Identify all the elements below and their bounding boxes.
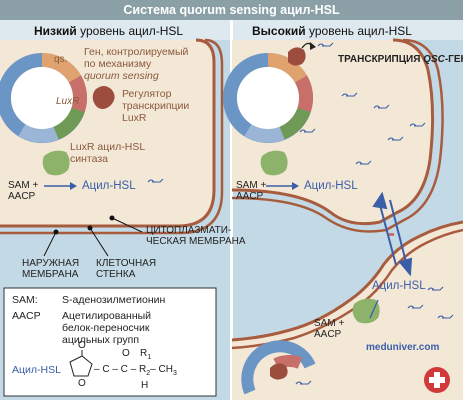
right-lower-sam-line1: SAM + <box>314 318 345 329</box>
transcription-arrowhead <box>310 42 316 50</box>
wall-line1: КЛЕТОЧНАЯ <box>96 258 157 269</box>
left-header-bold: Низкий <box>34 24 77 38</box>
synthase-label: LuxR ацил-HSL синтаза <box>70 141 145 165</box>
formula-o-upper: O <box>78 340 86 351</box>
acyl-hsl-molecules <box>147 42 454 385</box>
left-acyl-hsl-product: Ацил-HSL <box>82 180 136 192</box>
formula-o-carbonyl: O <box>122 348 130 359</box>
formula-r2-sub: 2 <box>146 370 151 377</box>
right-gene-ring <box>223 52 313 143</box>
ring-label-qs: qs. <box>54 54 68 65</box>
right-lower-arrow <box>369 299 379 319</box>
ring-label-luxr: LuxR <box>56 96 80 107</box>
formula-chain-main: – C – C – R <box>94 364 147 375</box>
right-lower-regulator-shape <box>270 363 288 380</box>
legend-sam-key: SAM: <box>12 294 38 306</box>
right-upper-membrane <box>231 38 435 226</box>
formula-ch3-sub: 3 <box>172 370 177 377</box>
synthase-shape <box>42 150 70 176</box>
cytoplasmic-membrane-label: ЦИТОПЛАЗМАТИ- ЧЕСКАЯ МЕМБРАНА <box>146 225 246 247</box>
cytoplasmic-line2: ЧЕСКАЯ МЕМБРАНА <box>146 236 246 247</box>
right-header-rest: уровень ацил-HSL <box>305 24 412 38</box>
right-lower-outer-membrane <box>231 228 463 350</box>
transcription-prefix: ТРАНСКРИПЦИЯ <box>338 54 424 65</box>
watermark-text: meduniver.com <box>366 342 440 353</box>
right-header-bold: Высокий <box>252 24 306 38</box>
transcription-gene: QSC <box>423 54 445 65</box>
synthase-line2: синтаза <box>70 153 108 165</box>
regulator-line3: LuxR <box>122 112 147 124</box>
legend-box <box>3 287 217 397</box>
regulator-label: Регулятор транскрипции LuxR <box>122 88 189 124</box>
regulator-line1: Регулятор <box>122 88 172 100</box>
transcription-label: ТРАНСКРИПЦИЯ QSC-ГЕНА <box>338 54 463 65</box>
formula-r1-letter: R <box>140 348 148 359</box>
synthase-line1: LuxR ацил-HSL <box>70 141 146 153</box>
luxr-regulator-shape <box>92 86 115 109</box>
label-pointers <box>43 215 143 257</box>
right-upper-outer-membrane <box>231 38 444 233</box>
right-lower-ring-fragment <box>241 340 316 395</box>
formula-chain: – C – C – R2– CH3 <box>94 364 177 379</box>
legend-aacp-value: Ацетилированный белок-переносчик ацильны… <box>62 310 151 346</box>
transcription-suffix: -ГЕНА <box>444 54 463 65</box>
cell-wall-label: КЛЕТОЧНАЯ СТЕНКА <box>96 258 156 280</box>
left-inner-membrane <box>0 38 216 228</box>
right-lower-membrane <box>231 220 463 342</box>
formula-ch3: – CH <box>150 364 173 375</box>
left-panel-header: Низкий уровень ацил-HSL <box>34 24 183 38</box>
gene-label-line2: по механизму <box>84 58 152 70</box>
right-sam-line1: SAM + <box>236 180 267 191</box>
aacp-value-line1: Ацетилированный <box>62 310 152 322</box>
left-sam-line1: SAM + <box>8 180 39 191</box>
right-lower-sam-aacp: SAM + AACP <box>314 318 344 340</box>
right-panel-header: Высокий уровень ацил-HSL <box>252 24 412 38</box>
cytoplasmic-line1: ЦИТОПЛАЗМАТИ- <box>146 225 232 236</box>
left-outer-membrane <box>0 38 224 235</box>
aacp-value-line2: белок-переносчик <box>62 322 150 334</box>
right-lower-sam-line2: AACP <box>314 329 342 340</box>
right-sam-line2: AACP <box>236 191 264 202</box>
outer-line1: НАРУЖНАЯ <box>22 258 80 269</box>
left-reaction-arrowhead <box>70 182 77 190</box>
right-reaction-arrowhead <box>292 182 299 190</box>
diagram-title: Система quorum sensing ацил-HSL <box>0 0 463 20</box>
outer-membrane-label: НАРУЖНАЯ МЕМБРАНА <box>22 258 79 280</box>
right-lower-synthase-shape <box>352 298 380 324</box>
left-sam-aacp: SAM + AACP <box>8 180 38 202</box>
outer-line2: МЕМБРАНА <box>22 269 79 280</box>
formula-o-ring: O <box>78 378 86 389</box>
right-synthase-shape <box>260 150 288 176</box>
right-sam-aacp: SAM + AACP <box>236 180 266 202</box>
legend-aacp-key: AACP <box>12 310 41 322</box>
aacp-value-line3: ацильных групп <box>62 334 140 346</box>
formula-r1: R1 <box>140 348 151 363</box>
legend-sam-value: S-аденозилметионин <box>62 294 166 306</box>
regulator-line2: транскрипции <box>122 100 190 112</box>
lactone-ring-structure <box>69 350 93 377</box>
wall-line2: СТЕНКА <box>96 269 136 280</box>
formula-h: H <box>141 380 149 391</box>
right-acyl-hsl-lower: Ацил-HSL <box>372 280 426 292</box>
legend-acyl-key: Ацил-HSL <box>12 364 61 376</box>
diffusion-arrows <box>372 191 413 277</box>
membrane-pore-marker <box>389 233 394 236</box>
gene-label-line3: quorum sensing <box>84 70 159 82</box>
left-sam-line2: AACP <box>8 191 36 202</box>
right-acyl-hsl-upper: Ацил-HSL <box>304 180 358 192</box>
gene-label: Ген, контролируемый по механизму quorum … <box>84 46 188 82</box>
left-header-rest: уровень ацил-HSL <box>76 24 184 38</box>
right-regulator-shape <box>288 47 306 66</box>
formula-r1-sub: 1 <box>147 354 152 361</box>
left-gene-ring <box>0 52 87 143</box>
gene-label-line1: Ген, контролируемый <box>84 46 189 58</box>
